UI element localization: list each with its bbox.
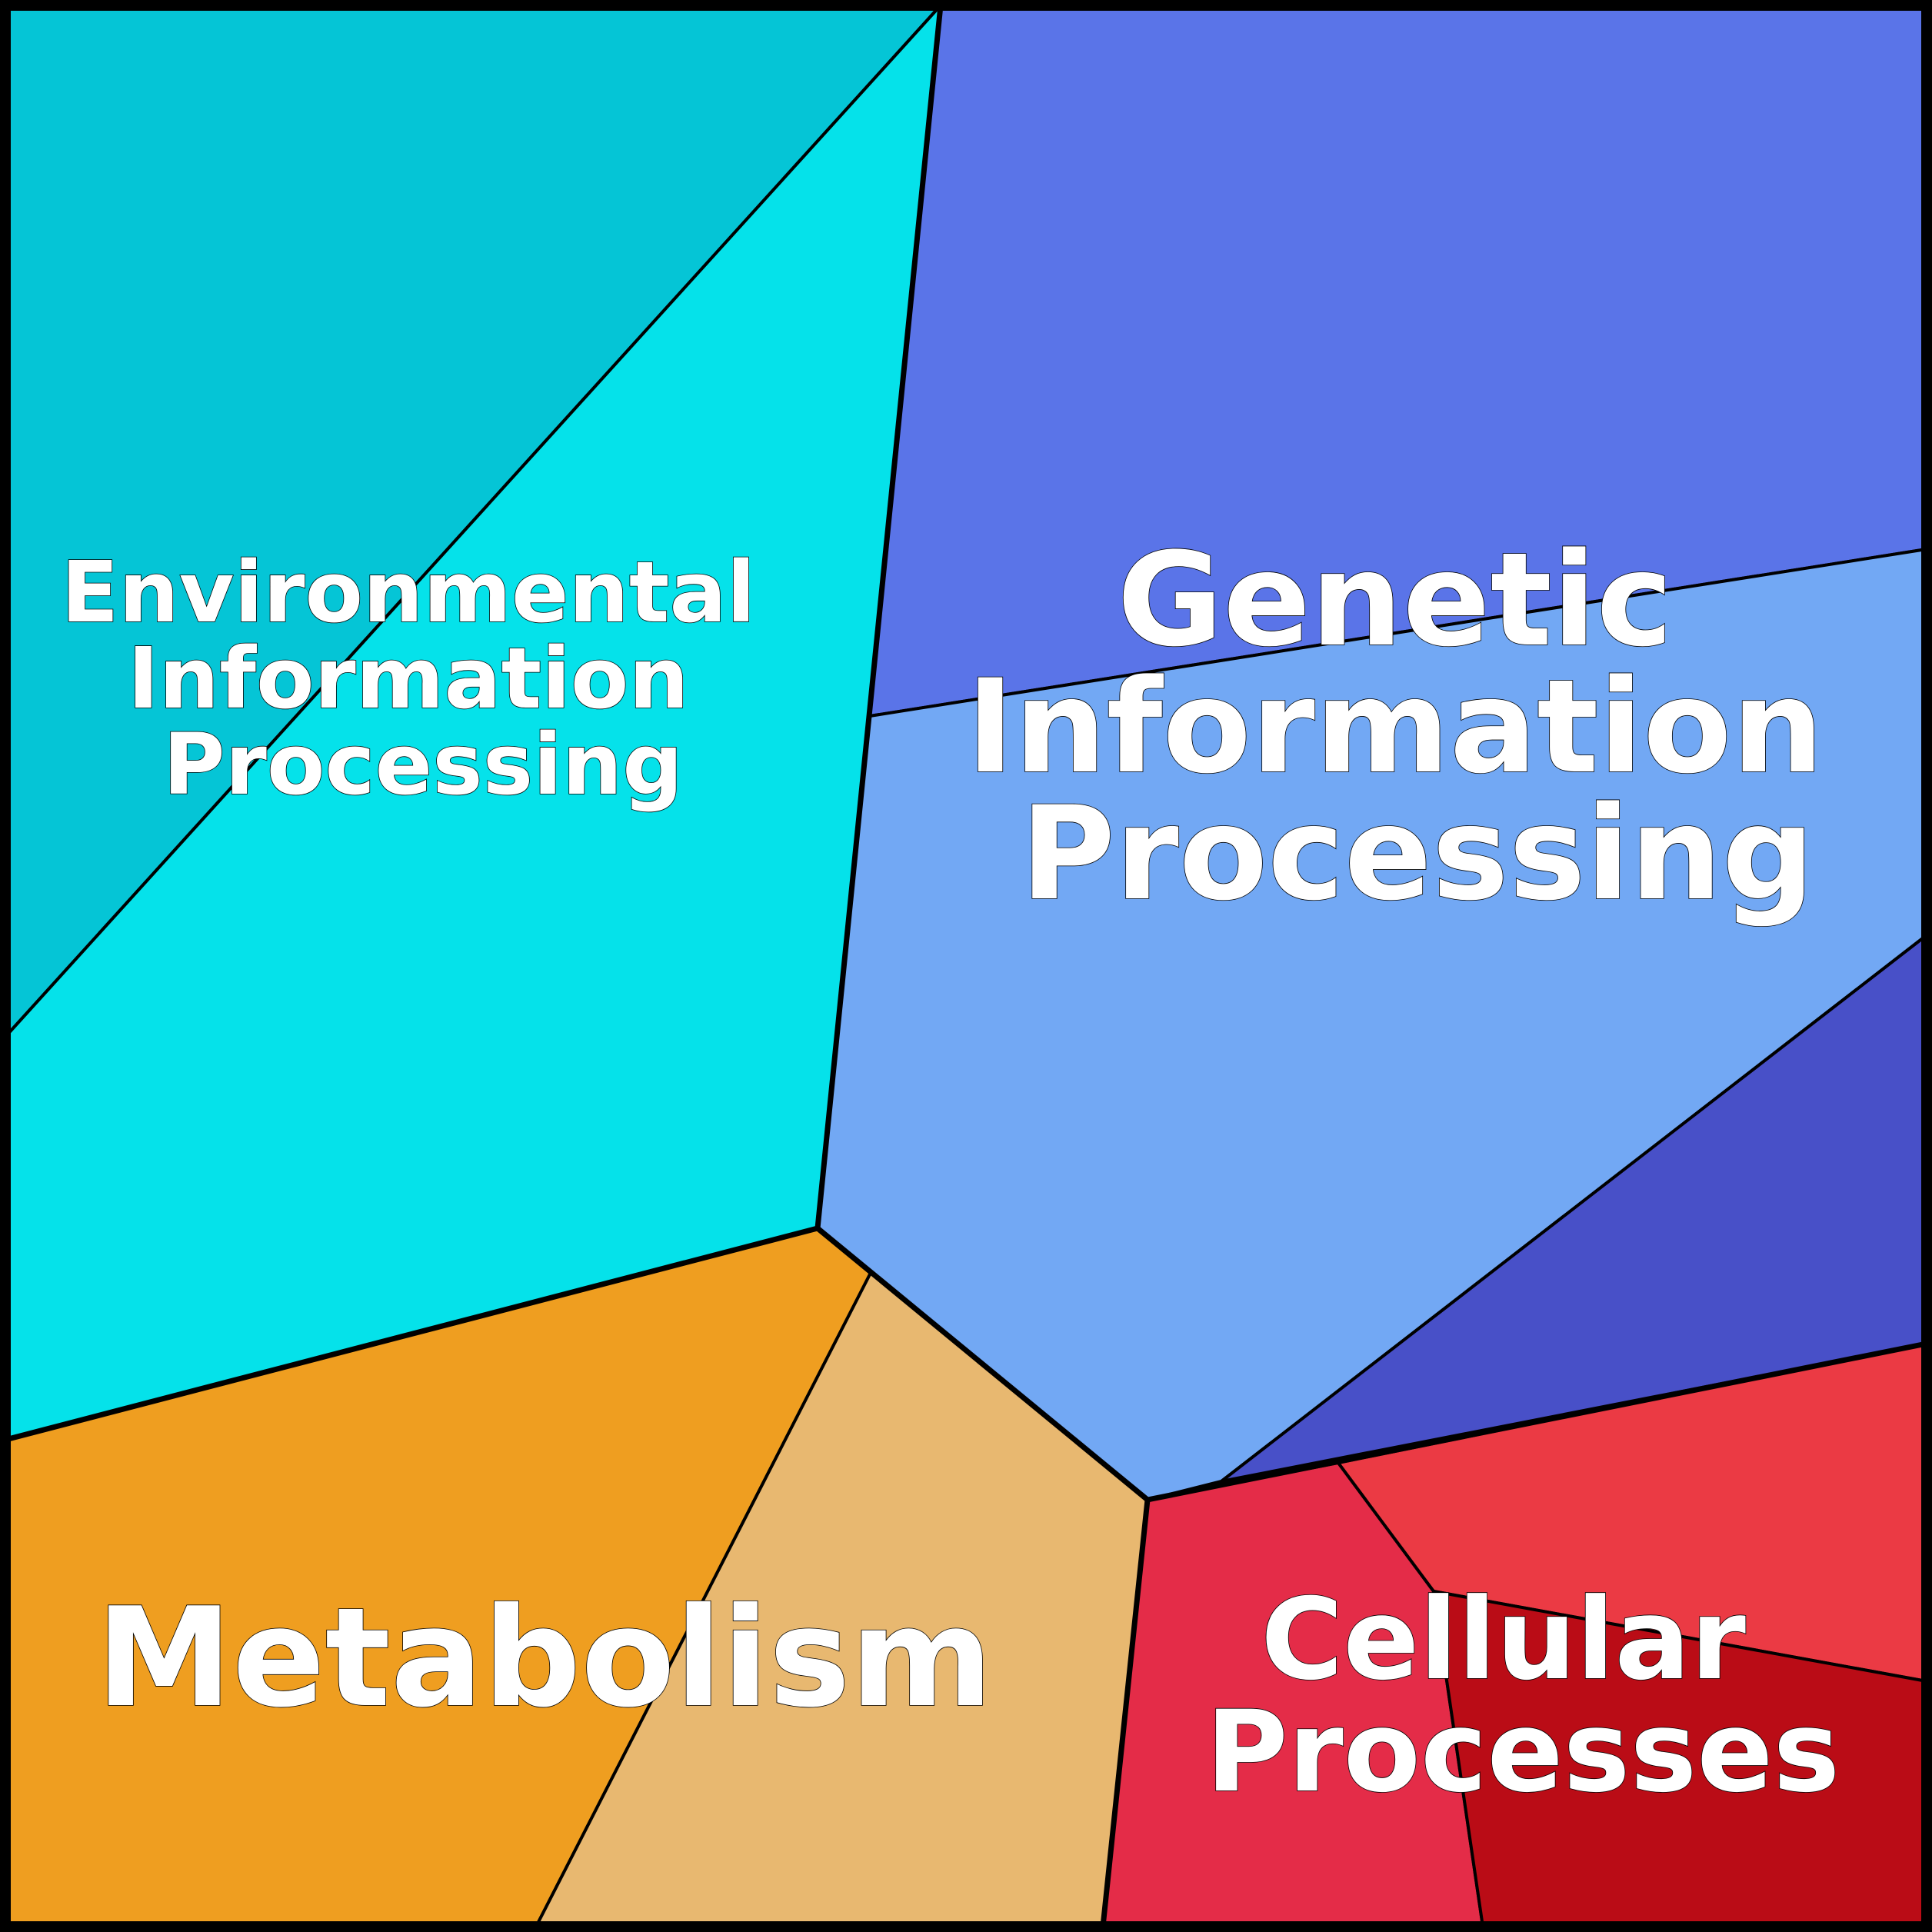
label-environmental-line-2: Information	[128, 629, 689, 728]
label-environmental-line-1: Environmental	[61, 543, 755, 641]
label-environmental: Environmental Information Processing	[61, 543, 784, 814]
label-cellular-line-2: Processes	[1206, 1687, 1840, 1817]
label-genetic: Genetic Information Processing	[966, 525, 1868, 929]
label-cellular: Cellular Processes	[1206, 1574, 1840, 1817]
label-genetic-line-1: Genetic	[1117, 525, 1673, 675]
label-genetic-line-3: Processing	[1021, 778, 1814, 929]
border-environmental-genetic	[814, 5, 944, 1229]
border-metabolism-cellular	[1100, 1499, 1151, 1927]
label-metabolism-line-1: Metabolism	[96, 1578, 993, 1737]
label-metabolism: Metabolism	[96, 1578, 993, 1737]
label-genetic-line-2: Information	[966, 651, 1824, 802]
border-environmental-metabolism	[5, 1225, 818, 1443]
border-genetic-cellular	[1147, 1341, 1927, 1503]
label-environmental-line-3: Processing	[163, 715, 683, 814]
border-genetic-metabolism	[815, 1226, 1150, 1502]
label-cellular-line-1: Cellular	[1261, 1574, 1746, 1705]
